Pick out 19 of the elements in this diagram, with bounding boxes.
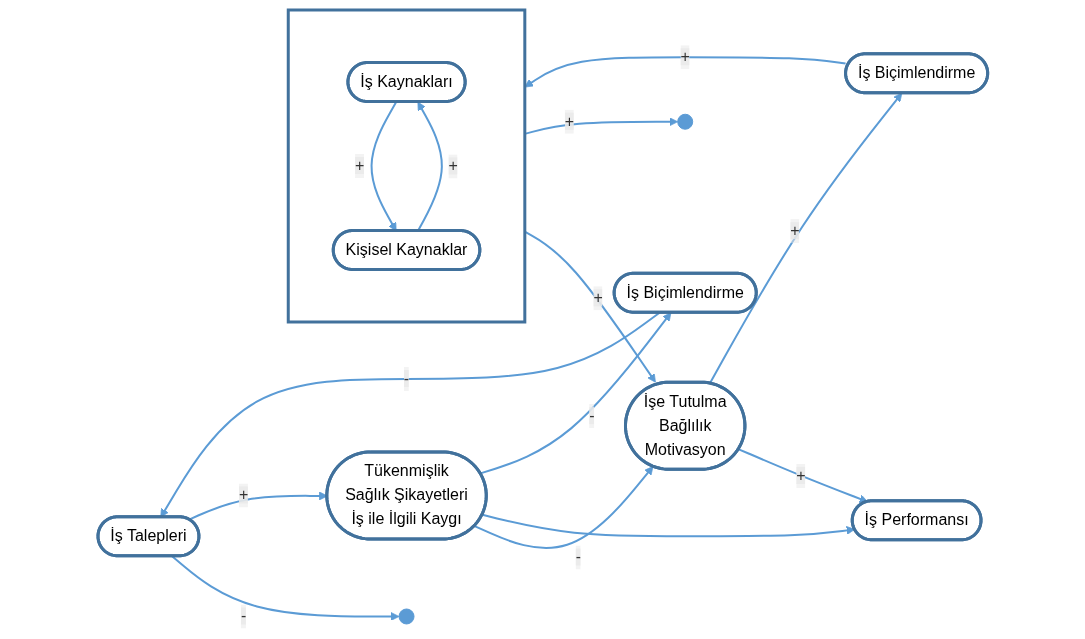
edge-label: - — [588, 407, 595, 425]
arrow — [479, 312, 671, 475]
edge-label: + — [354, 157, 365, 175]
arrow — [524, 56, 847, 88]
arrow — [170, 555, 400, 622]
edge-label: + — [795, 467, 806, 485]
edge-label: + — [238, 486, 248, 504]
arrow — [473, 466, 654, 550]
edge-label: + — [680, 48, 690, 66]
edge-label: - — [403, 370, 409, 388]
arrow — [737, 448, 868, 504]
edge-label: + — [789, 222, 800, 240]
arrow — [481, 514, 855, 538]
edge-label: + — [593, 289, 603, 307]
edge-label: - — [575, 548, 581, 566]
edge-label: + — [448, 157, 458, 175]
edge-label: + — [564, 113, 574, 130]
edge-label: - — [240, 607, 246, 625]
cluster — [286, 8, 526, 324]
